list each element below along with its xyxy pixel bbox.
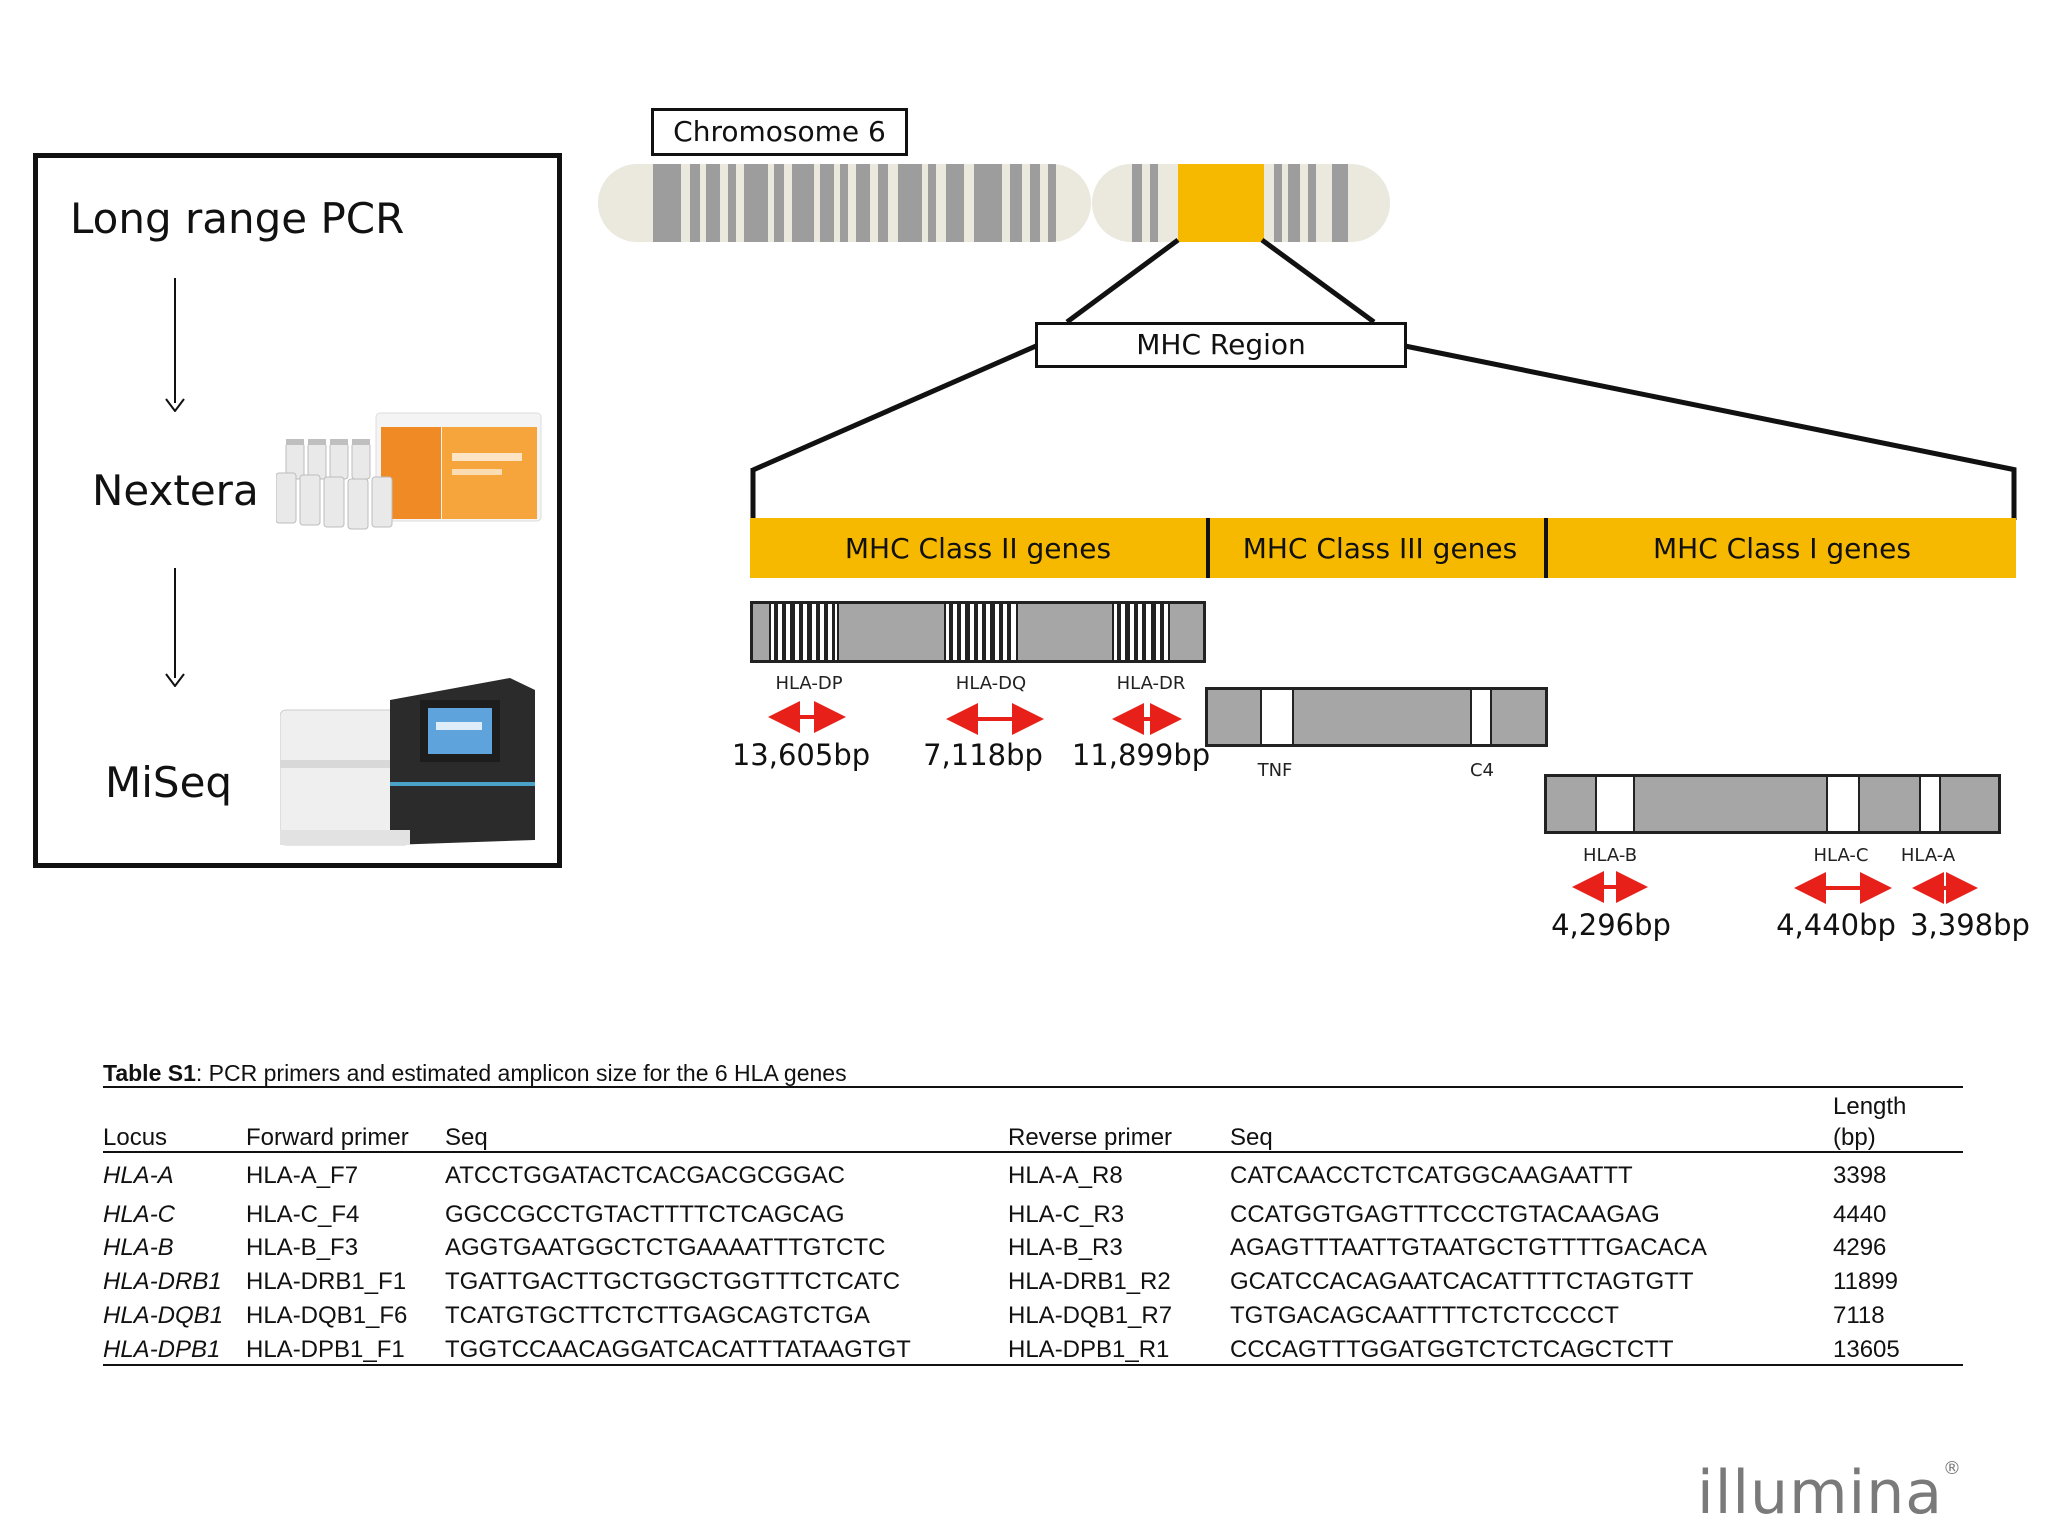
header-forward-primer: Forward primer: [246, 1124, 409, 1151]
table-caption-text: : PCR primers and estimated amplicon siz…: [195, 1060, 847, 1086]
mhc-class-iii-label: MHC Class III genes: [1242, 531, 1518, 565]
cell-locus: HLA-B: [103, 1234, 174, 1261]
header-forward-seq: Seq: [445, 1124, 488, 1151]
class-divider: [1544, 518, 1548, 578]
cell-locus: HLA-DQB1: [103, 1302, 224, 1329]
gene-label-hla-a: HLA-A: [1900, 845, 1956, 866]
cell-locus: HLA-C: [103, 1201, 176, 1228]
workflow-step-nextera: Nextera: [92, 466, 259, 515]
gene-label-hla-c: HLA-C: [1813, 845, 1869, 866]
cell-length: 7118: [1833, 1302, 1885, 1329]
cell-forward-seq: TGATTGACTTGCTGGCTGGTTTCTCATC: [445, 1268, 901, 1295]
cell-forward-seq: TGGTCCAACAGGATCACATTTATAAGTGT: [445, 1336, 911, 1363]
cell-length: 4296: [1833, 1234, 1887, 1261]
gene-label-hla-b: HLA-B: [1582, 845, 1638, 866]
cell-forward-primer: HLA-DRB1_F1: [246, 1268, 407, 1295]
cell-length: 4440: [1833, 1201, 1887, 1228]
illumina-logo: illumina®: [1697, 1458, 1962, 1528]
gene-label-hla-dq: HLA-DQ: [955, 673, 1027, 694]
cell-forward-seq: AGGTGAATGGCTCTGAAAATTTGTCTC: [445, 1234, 886, 1261]
logo-registered-mark: ®: [1943, 1458, 1962, 1479]
cell-forward-seq: ATCCTGGATACTCACGACGCGGAC: [445, 1162, 846, 1189]
zoom-connector-lines: [750, 237, 2017, 520]
mhc-classes-bar: MHC Class II genes MHC Class III genes M…: [750, 518, 2016, 578]
workflow-arrow: [174, 568, 176, 678]
cell-forward-primer: HLA-C_F4: [246, 1201, 360, 1228]
amplicon-size-hla-dr: 11,899bp: [1071, 738, 1211, 772]
c4-gene-slot: [1470, 690, 1492, 744]
table-caption-label: Table S1: [103, 1060, 196, 1086]
workflow-panel: Long range PCR Nextera MiSeq: [33, 153, 562, 868]
cell-length: 11899: [1833, 1268, 1898, 1295]
class-ii-gene-bar: [750, 601, 1206, 663]
table-top-rule: [103, 1086, 1963, 1088]
cell-reverse-seq: GCATCCACAGAATCACATTTTCTAGTGTT: [1230, 1268, 1694, 1295]
hla-b-gene-slot: [1595, 777, 1635, 831]
mhc-region-label: MHC Region: [1035, 322, 1407, 368]
tnf-gene-slot: [1260, 690, 1294, 744]
table-header-rule: [103, 1151, 1963, 1153]
cell-reverse-primer: HLA-C_R3: [1008, 1201, 1125, 1228]
cell-forward-primer: HLA-A_F7: [246, 1162, 359, 1189]
cell-locus: HLA-DPB1: [103, 1336, 221, 1363]
cell-forward-seq: GGCCGCCTGTACTTTTCTCAGCAG: [445, 1201, 845, 1228]
header-locus: Locus: [103, 1124, 168, 1151]
miseq-instrument-image: [280, 678, 535, 846]
amplicon-size-hla-a: 3,398bp: [1910, 908, 2030, 942]
gene-label-c4: C4: [1469, 760, 1495, 781]
cell-reverse-primer: HLA-A_R8: [1008, 1162, 1123, 1189]
amplicon-size-hla-c: 4,440bp: [1776, 908, 1896, 942]
gene-label-hla-dr: HLA-DR: [1116, 673, 1186, 694]
cell-reverse-seq: CCCAGTTTGGATGGTCTCTCAGCTCTT: [1230, 1336, 1674, 1363]
mhc-class-ii-label: MHC Class II genes: [844, 531, 1112, 565]
cell-forward-seq: TCATGTGCTTCTCTTGAGCAGTCTGA: [445, 1302, 870, 1329]
cell-reverse-primer: HLA-DPB1_R1: [1008, 1336, 1170, 1363]
chromosome-6-ideogram: [598, 164, 1091, 242]
cell-reverse-seq: CATCAACCTCTCATGGCAAGAATTT: [1230, 1162, 1633, 1189]
class-divider: [1206, 518, 1210, 578]
cell-forward-primer: HLA-B_F3: [246, 1234, 359, 1261]
header-reverse-primer: Reverse primer: [1008, 1124, 1173, 1151]
cell-locus: HLA-DRB1: [103, 1268, 222, 1295]
amplicon-size-hla-dp: 13,605bp: [731, 738, 871, 772]
amplicon-size-hla-b: 4,296bp: [1551, 908, 1671, 942]
chromosome-label: Chromosome 6: [651, 108, 908, 156]
cell-reverse-primer: HLA-DQB1_R7: [1008, 1302, 1173, 1329]
amplicon-size-hla-dq: 7,118bp: [923, 738, 1043, 772]
logo-text: illumina: [1697, 1458, 1943, 1528]
cell-locus: HLA-A: [103, 1162, 174, 1189]
cell-reverse-seq: TGTGACAGCAATTTTCTCTCCCCT: [1230, 1302, 1619, 1329]
cell-reverse-seq: AGAGTTTAATTGTAATGCTGTTTTGACACA: [1230, 1234, 1707, 1261]
cell-length: 3398: [1833, 1162, 1887, 1189]
chromosome-6-q-arm: [1092, 164, 1390, 242]
hla-a-gene-slot: [1919, 777, 1941, 831]
table-caption: Table S1: PCR primers and estimated ampl…: [103, 1060, 847, 1087]
workflow-arrow: [174, 278, 176, 403]
header-length-unit: (bp): [1833, 1124, 1876, 1151]
cell-reverse-primer: HLA-B_R3: [1008, 1234, 1123, 1261]
gene-label-hla-dp: HLA-DP: [775, 673, 843, 694]
cell-reverse-primer: HLA-DRB1_R2: [1008, 1268, 1171, 1295]
mhc-highlight: [1178, 164, 1264, 242]
cell-forward-primer: HLA-DQB1_F6: [246, 1302, 408, 1329]
cell-reverse-seq: CCATGGTGAGTTTCCCTGTACAAGAG: [1230, 1201, 1660, 1228]
nextera-kit-image: [276, 412, 542, 530]
table-bottom-rule: [103, 1364, 1963, 1366]
header-length: Length: [1833, 1093, 1907, 1120]
arrow-down-icon: [165, 673, 185, 687]
workflow-step-miseq: MiSeq: [105, 758, 233, 807]
amplicon-arrows: [768, 701, 1978, 904]
mhc-class-i-label: MHC Class I genes: [1653, 531, 1911, 565]
hla-c-gene-slot: [1826, 777, 1860, 831]
cell-forward-primer: HLA-DPB1_F1: [246, 1336, 405, 1363]
gene-label-tnf: TNF: [1257, 760, 1293, 781]
cell-length: 13605: [1833, 1336, 1900, 1363]
arrow-down-icon: [165, 398, 185, 412]
class-i-gene-bar: [1544, 774, 2001, 834]
header-reverse-seq: Seq: [1230, 1124, 1273, 1151]
class-iii-gene-bar: [1205, 687, 1548, 747]
workflow-step-long-range-pcr: Long range PCR: [70, 194, 405, 243]
